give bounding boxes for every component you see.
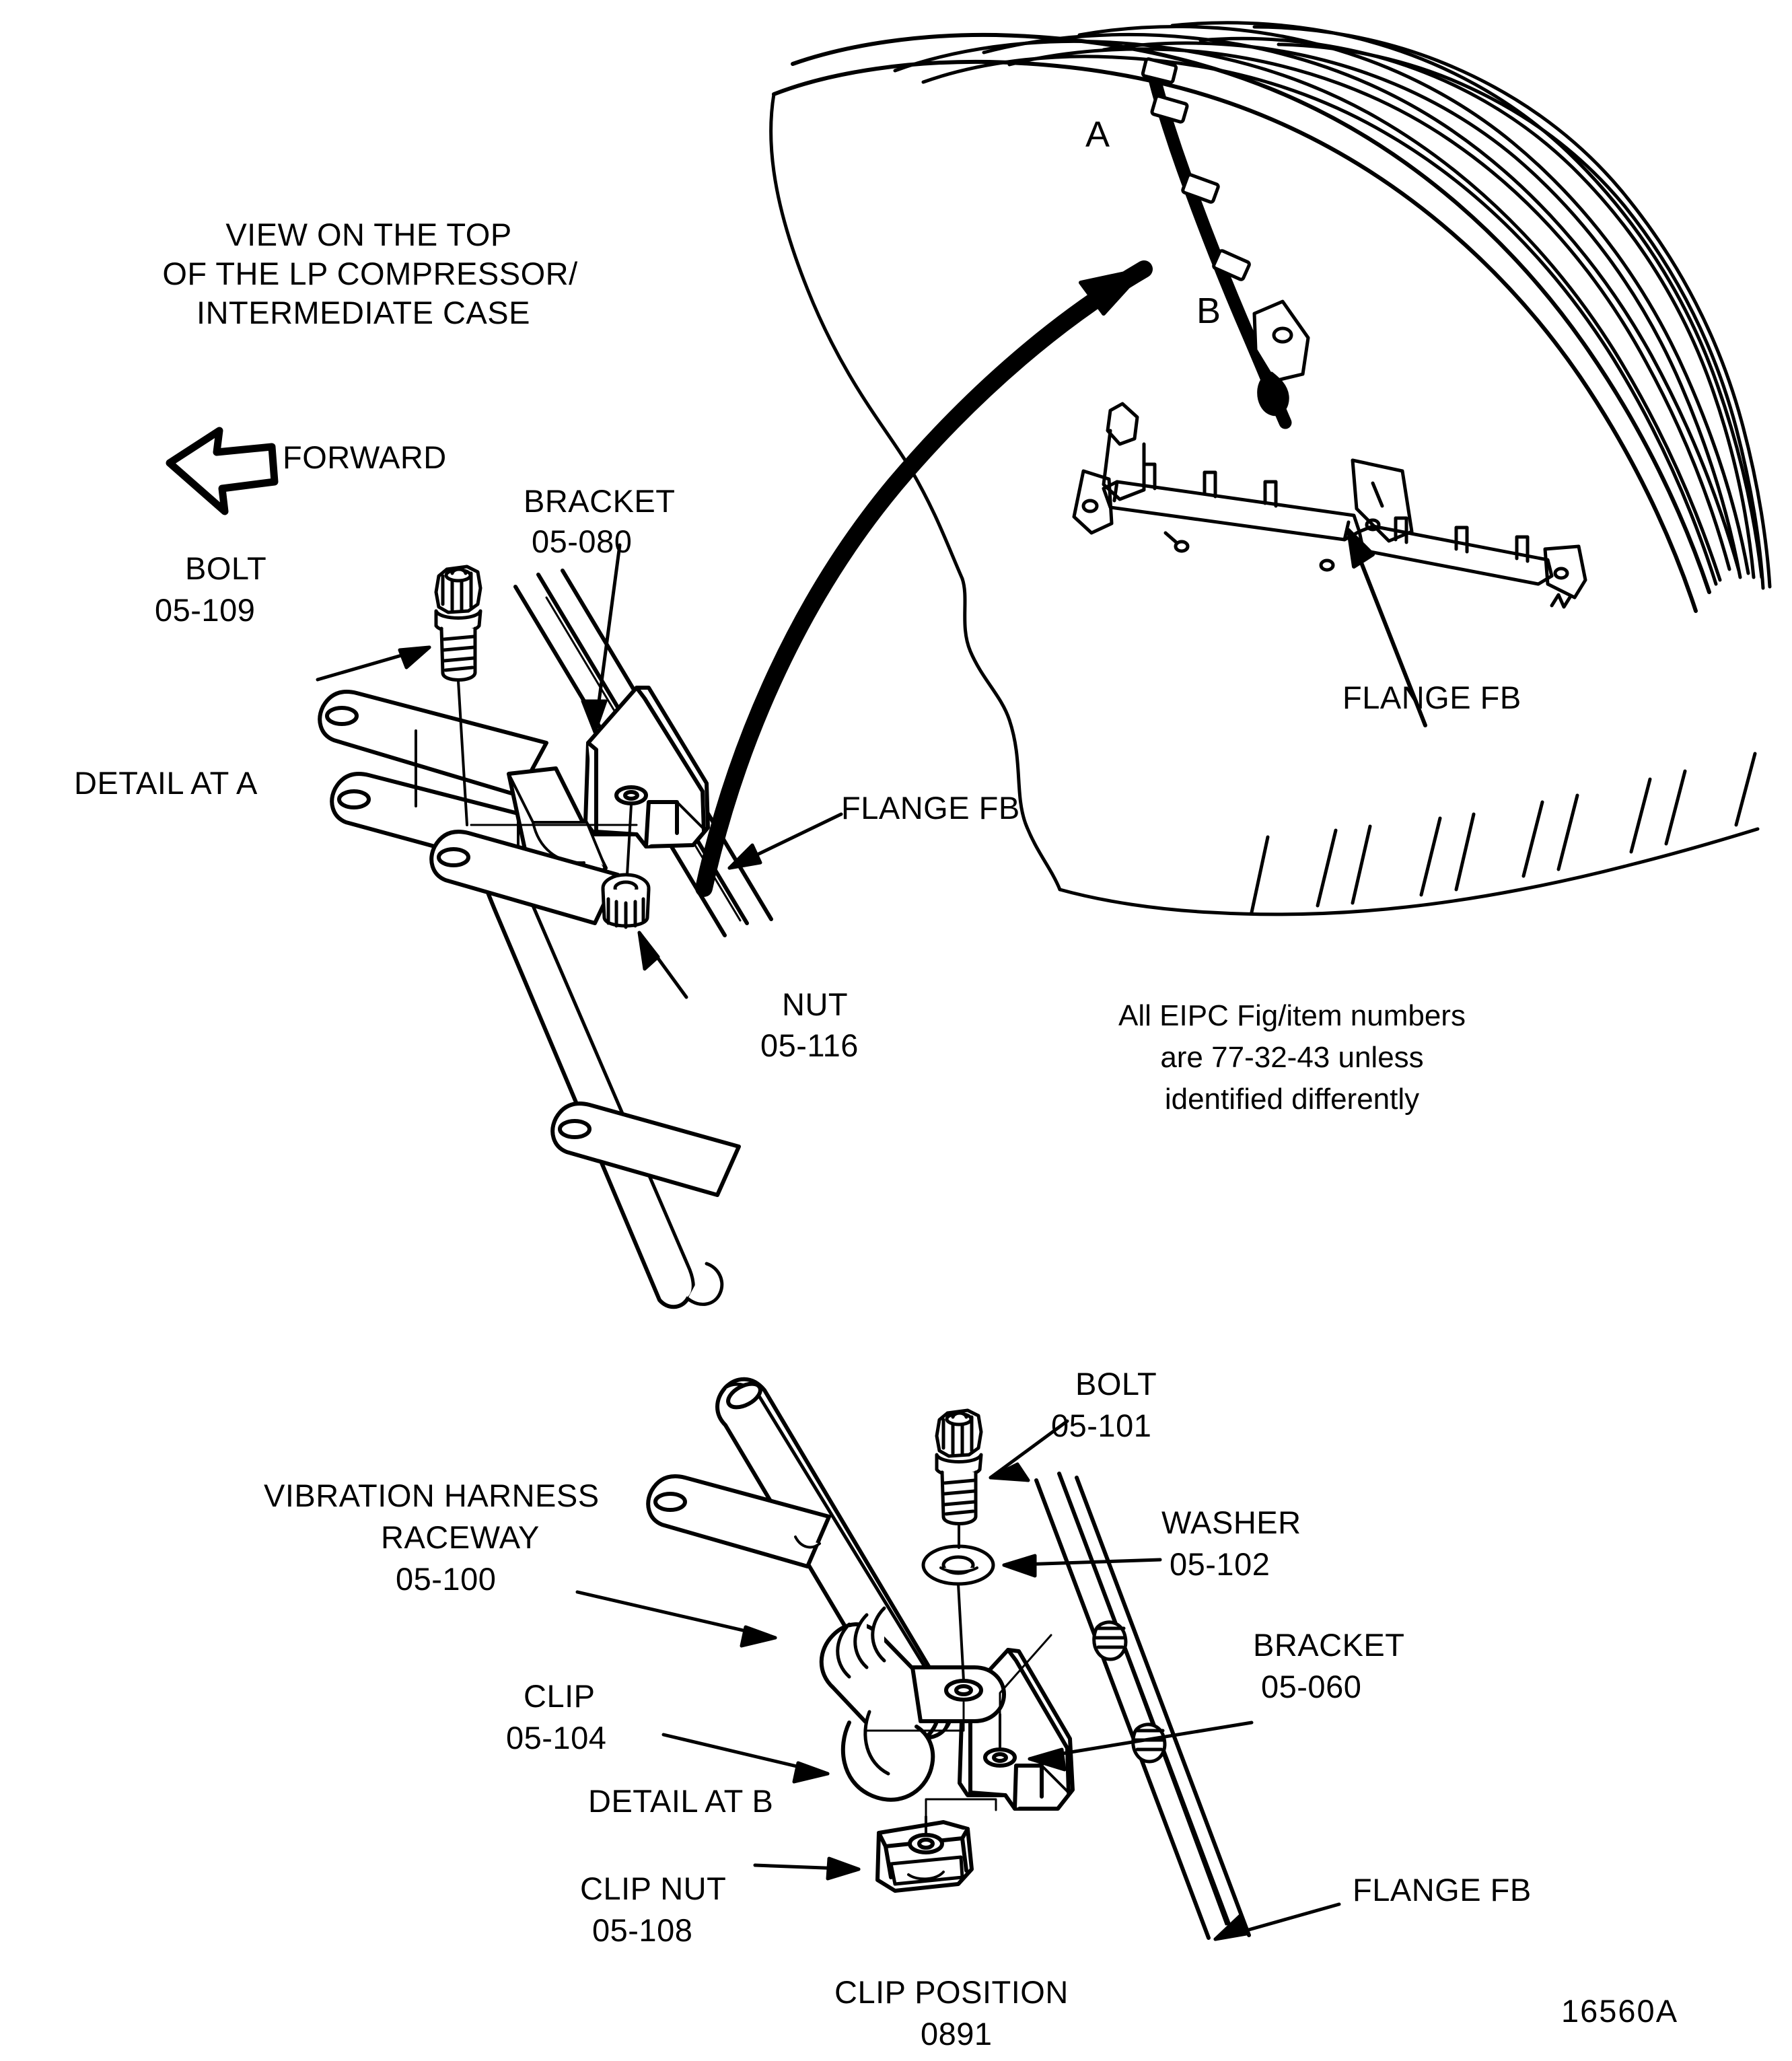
detail-a-bracket-05-080 (583, 686, 710, 848)
view-note-line-1: VIEW ON THE TOP (225, 217, 512, 252)
detail-b-clip-nut-name: CLIP NUT (580, 1871, 727, 1906)
detail-a-raceway (318, 690, 741, 1309)
general-note-line-3: identified differently (1164, 1083, 1420, 1116)
detail-a-bolt-05-109 (434, 565, 482, 682)
harness-raceway-on-case (1141, 57, 1310, 429)
overview-flange-leader (1347, 528, 1427, 727)
detail-b-raceway-name2: RACEWAY (381, 1519, 540, 1555)
detail-a-bracket-part: 05-080 (532, 523, 633, 559)
detail-a-center-lines (457, 680, 638, 876)
leader-raceway-05-100 (575, 1590, 777, 1648)
detail-b-flange (1034, 1472, 1251, 1940)
case-rib-ends (1250, 752, 1757, 914)
clip-position-label: CLIP POSITION (834, 1974, 1069, 2010)
detail-b-bracket-part: 05-060 (1261, 1669, 1362, 1704)
detail-b-bolt-name: BOLT (1075, 1366, 1157, 1402)
leader-nut-05-116 (637, 931, 688, 999)
leader-clip-nut-05-108 (753, 1856, 861, 1881)
view-note-line-2: OF THE LP COMPRESSOR/ (162, 256, 578, 291)
forward-direction-arrow (166, 427, 279, 515)
detail-b-clip-nut-part: 05-108 (592, 1912, 693, 1948)
detail-a-title: DETAIL AT A (74, 765, 258, 801)
leader-bracket-05-060 (1028, 1721, 1254, 1772)
detail-a-bolt-part: 05-109 (155, 592, 256, 628)
detail-b-clip-name: CLIP (524, 1678, 596, 1714)
detail-b-bolt-part: 05-101 (1051, 1408, 1152, 1443)
detail-a-assembly (316, 543, 843, 1309)
detail-b-washer-part: 05-102 (1170, 1546, 1270, 1582)
leader-bolt-05-109 (316, 645, 431, 682)
detail-b-flange-label: FLANGE FB (1353, 1872, 1532, 1908)
detail-b-center-lines (864, 1525, 1052, 1837)
leader-flange-fb-detail-b (1213, 1902, 1341, 1941)
detail-b-clip-05-104 (819, 1606, 1006, 1802)
clip-position-value: 0891 (921, 2016, 993, 2052)
detail-b-assembly (575, 1377, 1341, 1941)
leader-bracket-05-080 (581, 543, 622, 734)
case-lower-tube-assembly (1072, 402, 1587, 609)
detail-b-flange-fasteners (1092, 1620, 1167, 1764)
forward-label: FORWARD (283, 439, 447, 475)
detail-b-washer-05-102 (921, 1544, 995, 1586)
leader-flange-fb-detail-a (727, 812, 843, 870)
detail-a-bracket-name: BRACKET (524, 483, 676, 519)
overview-flange-label: FLANGE FB (1342, 680, 1521, 715)
detail-b-clip-part: 05-104 (506, 1720, 607, 1756)
detail-a-flange-label: FLANGE FB (841, 790, 1020, 826)
leader-washer-05-102 (1002, 1554, 1162, 1578)
detail-b-bracket-name: BRACKET (1253, 1627, 1405, 1663)
leader-clip-05-104 (661, 1733, 830, 1784)
detail-a-nut-05-116 (601, 873, 651, 929)
view-note-line-3: INTERMEDIATE CASE (196, 295, 530, 330)
detail-expansion-arrow (695, 260, 1153, 897)
detail-b-raceway-part: 05-100 (396, 1561, 497, 1597)
drawing-number: 16560A (1561, 1993, 1679, 2029)
detail-b-washer-name: WASHER (1161, 1505, 1301, 1540)
detail-a-bolt-name: BOLT (185, 550, 267, 586)
case-flange-ribs (893, 21, 1772, 590)
detail-b-clip-nut-05-108 (875, 1820, 974, 1893)
detail-b-title: DETAIL AT B (588, 1783, 774, 1819)
detail-b-raceway-name: VIBRATION HARNESS (264, 1478, 600, 1513)
compressor-case-shell (769, 32, 1760, 916)
detail-b-bolt-05-101 (935, 1408, 983, 1525)
detail-a-nut-name: NUT (782, 986, 849, 1022)
overview-callout-b: B (1196, 291, 1221, 331)
leader-bolt-05-101 (989, 1419, 1069, 1482)
detail-a-nut-part: 05-116 (760, 1027, 859, 1063)
overview-callout-a: A (1085, 114, 1110, 155)
general-note-line-2: are 77-32-43 unless (1160, 1041, 1424, 1074)
general-note-line-1: All EIPC Fig/item numbers (1118, 999, 1466, 1032)
